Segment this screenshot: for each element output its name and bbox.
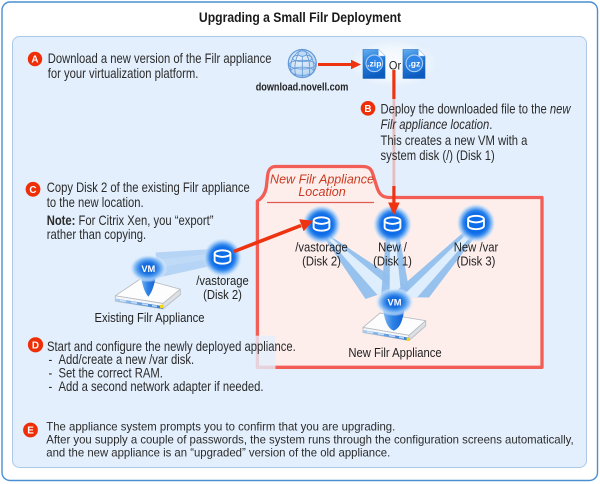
- svg-text:C: C: [29, 185, 36, 196]
- svg-text:(Disk 3): (Disk 3): [457, 254, 496, 269]
- svg-text:D: D: [32, 340, 39, 351]
- svg-text:Location: Location: [298, 184, 345, 199]
- svg-text:Or: Or: [389, 60, 401, 72]
- svg-text:VM: VM: [141, 264, 155, 274]
- svg-text:A: A: [31, 55, 38, 66]
- svg-text:VM: VM: [388, 298, 402, 308]
- svg-text:New Filr Appliance: New Filr Appliance: [270, 171, 374, 186]
- svg-text:(Disk 1): (Disk 1): [373, 254, 412, 269]
- svg-text:/vastorage: /vastorage: [196, 273, 249, 288]
- svg-text:.zip: .zip: [367, 58, 381, 68]
- svg-text:B: B: [364, 104, 371, 115]
- svg-text:/vastorage: /vastorage: [295, 240, 348, 255]
- svg-text:- Add/create a new /var disk.: - Add/create a new /var disk.: [49, 352, 195, 367]
- svg-text:download.novell.com: download.novell.com: [256, 82, 349, 94]
- svg-text:Filr appliance location.: Filr appliance location.: [381, 117, 493, 132]
- svg-text:Copy Disk 2 of the existing Fi: Copy Disk 2 of the existing Filr applian…: [47, 180, 250, 195]
- svg-text:rather than copying.: rather than copying.: [47, 227, 146, 242]
- svg-text:and the new appliance is an “u: and the new appliance is an “upgraded” v…: [46, 447, 390, 459]
- svg-text:to the new location.: to the new location.: [47, 195, 144, 210]
- svg-text:Start and configure the newly: Start and configure the newly deployed a…: [47, 339, 296, 354]
- svg-text:(Disk 2): (Disk 2): [302, 254, 341, 269]
- svg-text:Deploy the downloaded file to: Deploy the downloaded file to the new: [381, 101, 572, 116]
- svg-text:(Disk 2): (Disk 2): [203, 287, 242, 302]
- svg-text:New /: New /: [378, 240, 407, 255]
- svg-text:- Add a second network adapte: - Add a second network adapter if needed…: [49, 379, 264, 394]
- svg-text:Existing Filr Appliance: Existing Filr Appliance: [94, 310, 204, 325]
- svg-text:- Set the correct RAM.: - Set the correct RAM.: [49, 366, 163, 381]
- svg-text:Note: For Citrix Xen, you “exp: Note: For Citrix Xen, you “export”: [47, 213, 214, 228]
- svg-text:Upgrading a Small Filr Deploym: Upgrading a Small Filr Deployment: [199, 9, 402, 25]
- svg-text:New Filr Appliance: New Filr Appliance: [348, 345, 441, 360]
- svg-text:.gz: .gz: [408, 58, 420, 68]
- svg-text:New /var: New /var: [454, 240, 498, 255]
- svg-text:Download a new version of the: Download a new version of the Filr appli…: [48, 51, 272, 66]
- svg-text:for your virtualization platfo: for your virtualization platform.: [48, 66, 199, 81]
- svg-text:This creates a new VM with a: This creates a new VM with a: [381, 133, 528, 148]
- svg-text:The appliance system prompts y: The appliance system prompts you to conf…: [46, 422, 395, 434]
- svg-text:E: E: [27, 426, 34, 437]
- svg-text:system disk (/) (Disk 1): system disk (/) (Disk 1): [381, 148, 495, 163]
- svg-text:After you supply a couple of p: After you supply a couple of passwords, …: [46, 435, 573, 447]
